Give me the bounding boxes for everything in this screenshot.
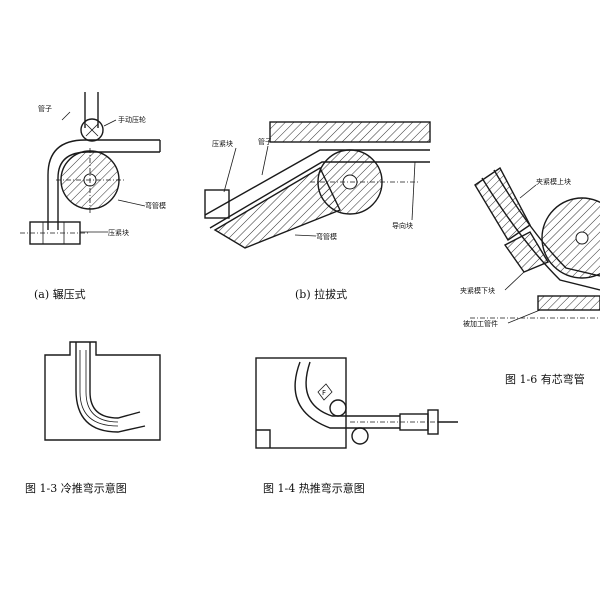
caption-1-4: 图 1-4 热推弯示意图 — [263, 481, 365, 495]
guide-block-icon — [269, 121, 431, 143]
label-1-6-lower-clamp: 夹紧模下块 — [460, 286, 495, 295]
figure-1-4-hot-push-bend: F 图 1-4 热推弯示意图 — [255, 357, 460, 495]
caption-b: (b) 拉拔式 — [295, 287, 347, 301]
label-b-press-block: 压紧块 — [212, 139, 233, 148]
label-1-4-mark: F — [322, 389, 326, 397]
label-b-guide: 导向块 — [392, 221, 413, 230]
figure-b-draw-bend: 压紧块 管子 弯管模 导向块 (b) 拉拔式 — [204, 121, 431, 301]
figure-1-3-cold-push-bend: 图 1-3 冷推弯示意图 — [25, 341, 161, 495]
caption-1-6: 图 1-6 有芯弯管 — [505, 372, 585, 386]
label-b-pipe: 管子 — [258, 137, 272, 146]
roller-icon — [80, 118, 104, 142]
figure-a-rolling-bend: 管子 手动压轮 弯管模 压紧块 (a) 辗压式 — [20, 92, 166, 301]
label-1-6-upper-clamp: 夹紧模上块 — [536, 177, 571, 186]
caption-1-3: 图 1-3 冷推弯示意图 — [25, 481, 127, 495]
label-a-pipe: 管子 — [38, 104, 52, 113]
label-b-die: 弯管模 — [316, 232, 337, 241]
guide-roller-icon-2 — [351, 427, 369, 445]
label-a-roller: 手动压轮 — [118, 115, 146, 124]
guide-roller-icon — [329, 399, 347, 417]
caption-a: (a) 辗压式 — [34, 287, 86, 301]
label-a-clamp: 压紧块 — [108, 228, 129, 237]
label-a-die: 弯管模 — [145, 201, 166, 210]
press-block-icon — [204, 189, 230, 219]
label-1-6-workpiece: 被加工管件 — [463, 319, 498, 328]
figure-1-6-mandrel-bend: 夹紧模上块 夹紧模下块 被加工管件 图 1-6 有芯弯管 — [460, 166, 600, 386]
